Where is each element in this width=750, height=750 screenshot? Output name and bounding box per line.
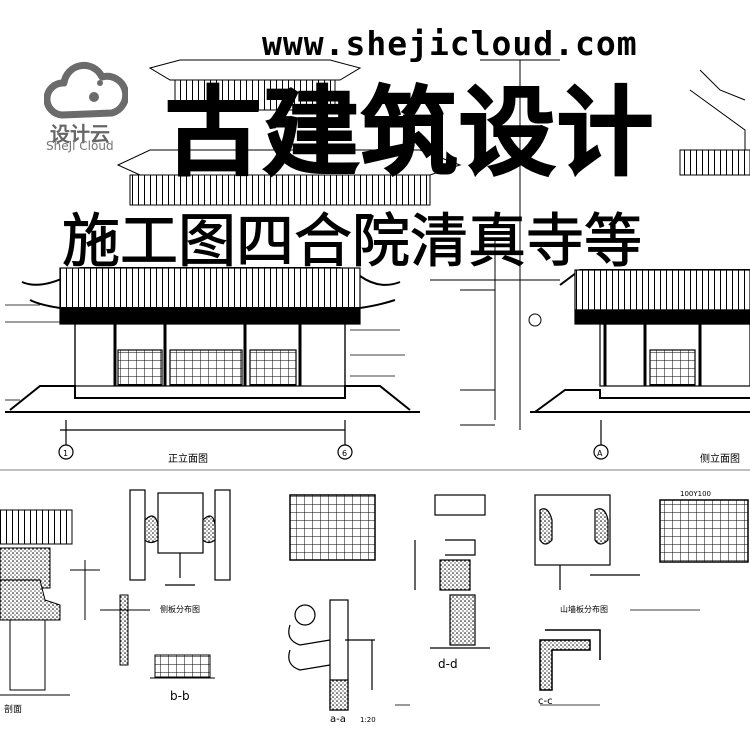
detail-plan-right-label: 山墙板分布图 bbox=[560, 604, 608, 614]
logo-name-cn: 设计云 bbox=[50, 122, 110, 146]
grid-note-label: 100Y100 bbox=[680, 490, 711, 498]
axis-1-label: 1 bbox=[63, 449, 68, 458]
axis-a-label: A bbox=[597, 449, 603, 458]
section-d-label: d-d bbox=[438, 657, 458, 671]
scale-label: 1:20 bbox=[360, 716, 376, 724]
section-a-drawing bbox=[288, 599, 375, 711]
page-subtitle: 施工图四合院清真寺等 bbox=[61, 207, 643, 275]
bracket-detail-drawing bbox=[0, 509, 100, 696]
page-title: 古建筑设计 bbox=[164, 77, 655, 189]
misc-detail-lines bbox=[395, 609, 700, 706]
logo-name-en: SheJi Cloud bbox=[46, 139, 114, 153]
axis-6-label: 6 bbox=[342, 449, 347, 458]
center-dimension-drawing bbox=[430, 59, 560, 430]
upper-pavilion-drawing bbox=[116, 59, 750, 206]
front-elevation-drawing bbox=[5, 267, 420, 460]
section-caption-label: 剖面 bbox=[4, 703, 22, 715]
section-b-label: b-b bbox=[170, 689, 190, 703]
front-elevation-label: 正立面图 bbox=[168, 452, 208, 465]
side-elevation-drawing bbox=[530, 269, 750, 460]
detail-plan-left-label: 侧板分布图 bbox=[160, 604, 200, 614]
grid-panel-right bbox=[659, 499, 749, 563]
section-b-drawing bbox=[100, 594, 215, 679]
grid-panel-left bbox=[289, 494, 376, 561]
right-joint-detail-drawing bbox=[534, 494, 640, 590]
watermark-url[interactable]: www.shejicloud.com bbox=[262, 24, 638, 63]
side-elevation-label: 侧立面图 bbox=[700, 452, 740, 465]
section-c-drawing bbox=[539, 629, 601, 691]
section-a-label: a-a bbox=[330, 714, 346, 725]
cloud-logo-icon bbox=[44, 61, 128, 119]
joint-detail-drawing bbox=[129, 489, 231, 586]
section-d-drawing bbox=[414, 494, 490, 649]
section-c-label: c-c bbox=[538, 696, 553, 707]
